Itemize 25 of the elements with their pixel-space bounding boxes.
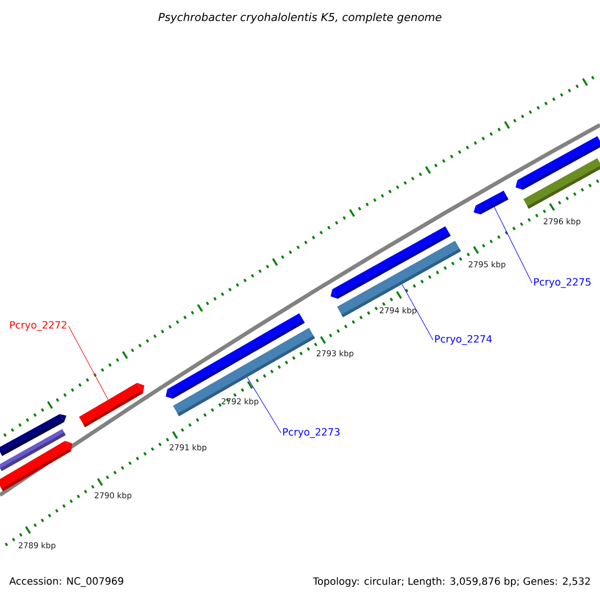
scale-label: 2790 kbp [94,492,132,500]
scale-label: 2792 kbp [222,398,258,406]
leader-line [246,377,282,434]
footer-text: Topology: circular; Length: 3,059,876 bp; Genes: 2,532 [312,577,590,587]
gene-label: Pcryo_2273 [283,428,340,438]
gene-block [78,382,144,428]
scale-label: 2796 kbp [544,218,580,226]
gene-label: Pcryo_2272 [10,321,66,331]
gene-block [337,240,461,318]
leader-line [68,326,108,400]
title: Psychrobacter cryohalolentis K5, complete genome [158,12,442,24]
gene-block [474,190,508,214]
gene-block [0,440,72,492]
footer-text: Accession: NC_007969 [9,577,124,587]
gene-label: Pcryo_2274 [435,335,492,345]
scale-label: 2789 kbp [18,542,56,550]
leader-line [402,284,434,340]
scale-label: 2791 kbp [170,444,206,452]
scale-label: 2795 kbp [468,261,506,269]
gene-label: Pcryo_2275 [534,278,590,288]
leader-line [494,206,532,284]
gene-block [173,328,315,416]
gene-block [523,158,600,209]
scale-label: 2794 kbp [380,307,416,315]
scale-label: 2793 kbp [316,350,354,358]
